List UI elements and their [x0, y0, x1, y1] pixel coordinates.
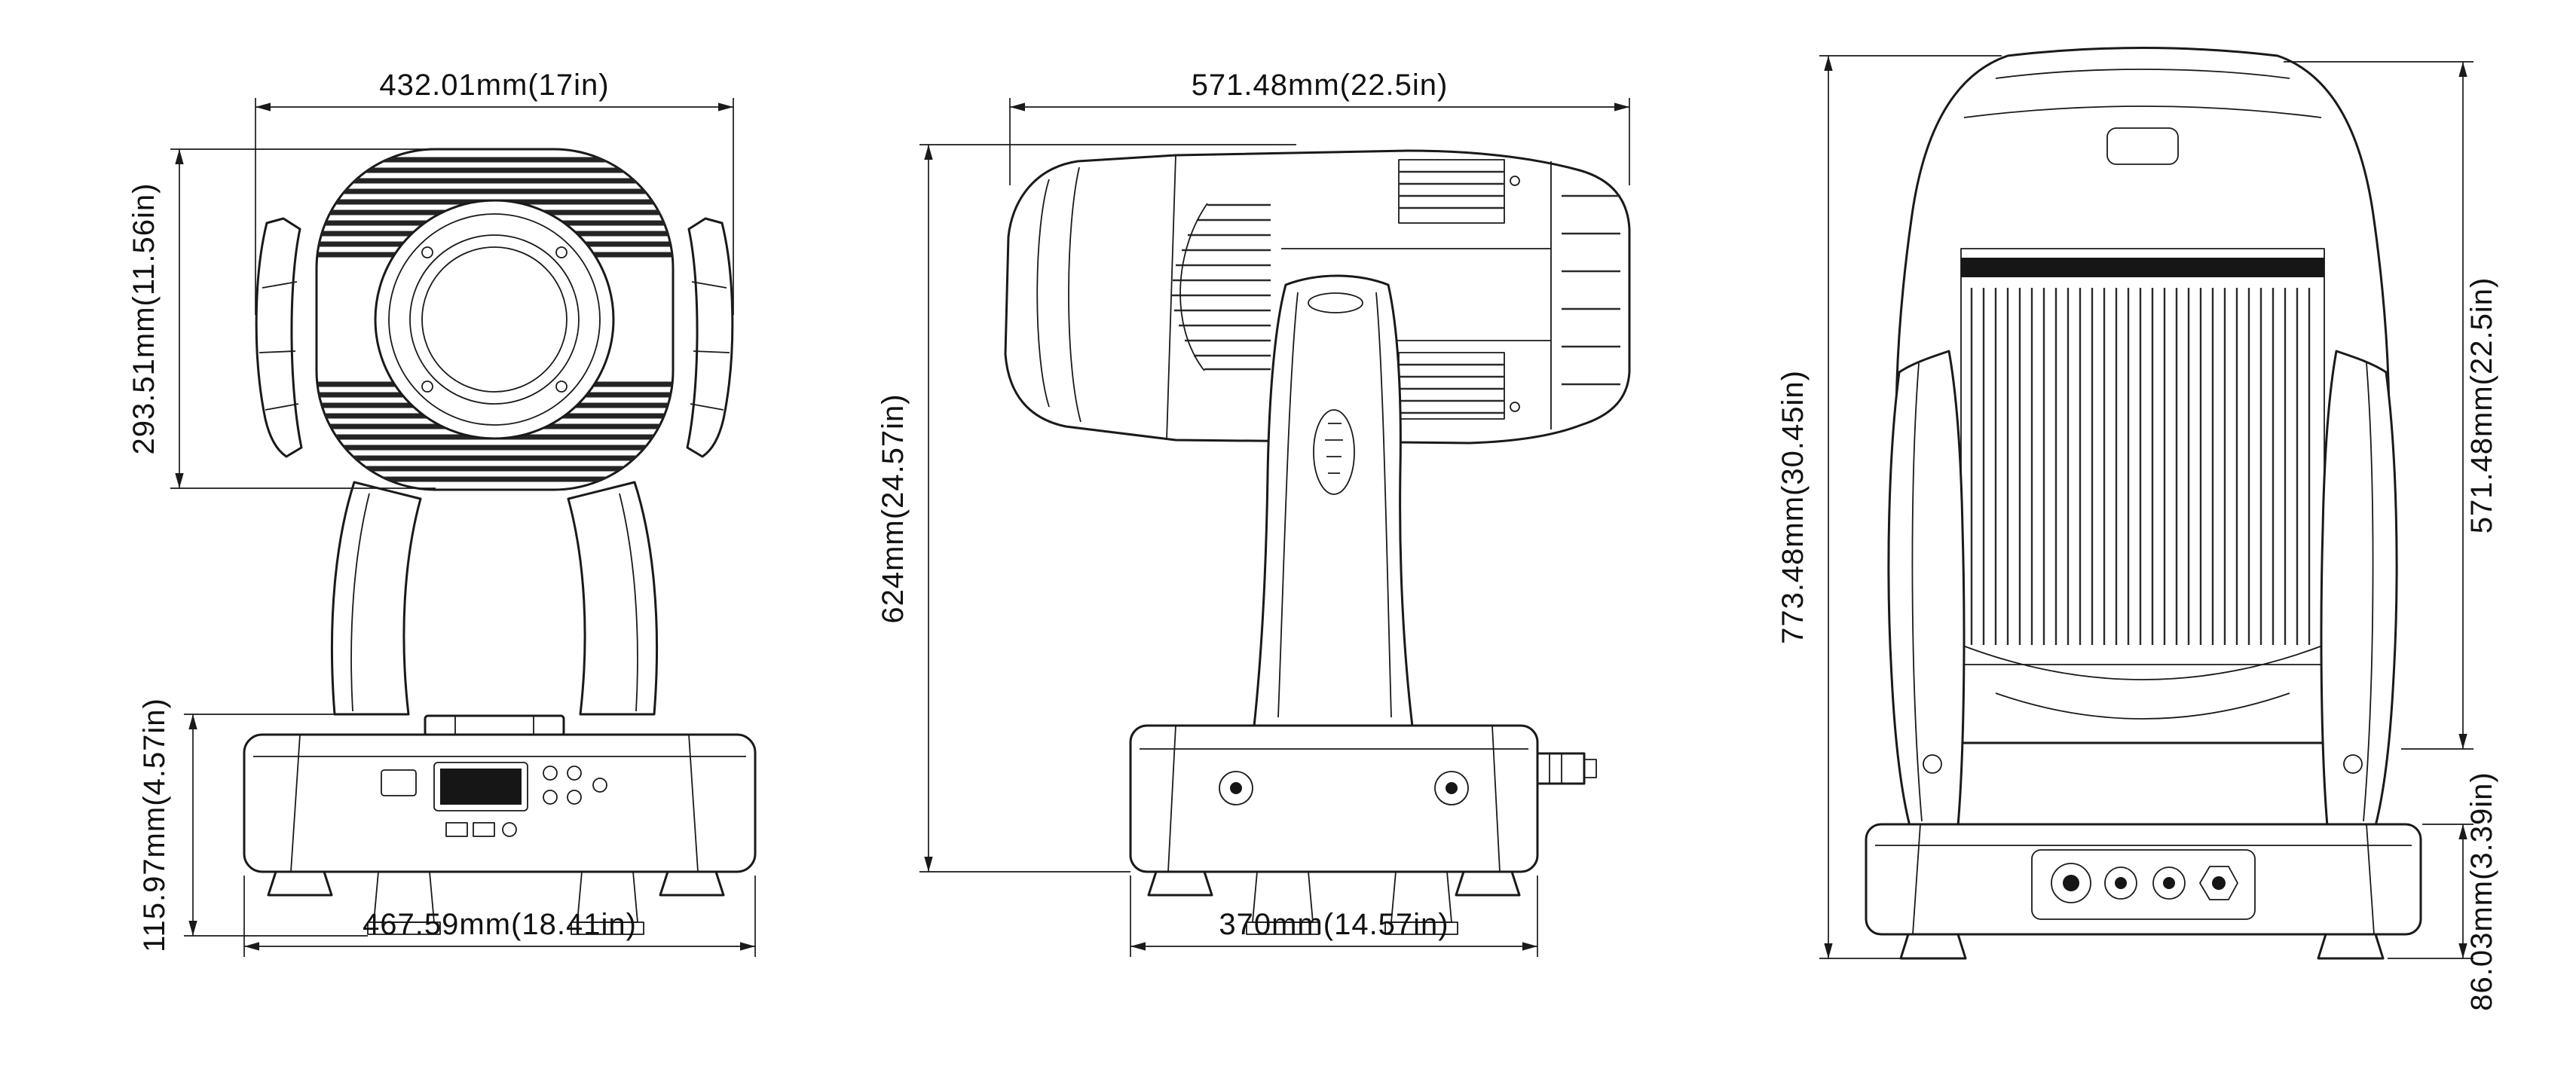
front-view: 432.01mm(17in) 293.51mm(11.56in) 115.97m…	[127, 69, 757, 957]
rear-base	[1865, 823, 2422, 960]
power-connector-stub	[1536, 752, 1597, 785]
side-rear-vents	[1398, 159, 1620, 429]
display-screen	[440, 769, 522, 805]
front-base-height-label: 115.97mm(4.57in)	[138, 698, 171, 952]
front-foot-right	[659, 870, 725, 897]
rear-foot-left	[1899, 933, 1967, 960]
display-bezel	[433, 762, 528, 811]
rear-view: 773.48mm(30.45in) 571.48mm(22.5in) 86.03…	[1776, 47, 2498, 1011]
rear-overall-height-label: 773.48mm(30.45in)	[1776, 370, 1810, 644]
yoke-handle-cutout	[1308, 292, 1363, 313]
brand-logo-plate	[1313, 409, 1355, 495]
front-foot-left	[267, 870, 333, 897]
side-base	[1129, 724, 1597, 935]
side-yoke-arm	[1253, 274, 1414, 728]
front-head-width-label: 432.01mm(17in)	[379, 69, 609, 102]
side-view: 571.48mm(22.5in) 624mm(24.57in) 370mm(14…	[877, 69, 1631, 957]
front-base-slot	[381, 769, 417, 796]
front-base-width-label: 467.59mm(18.41in)	[363, 908, 637, 941]
side-heatsink-fins	[1171, 203, 1271, 371]
rear-handle	[2106, 127, 2179, 165]
side-base-depth-label: 370mm(14.57in)	[1219, 908, 1449, 941]
front-dimensions: 432.01mm(17in) 293.51mm(11.56in) 115.97m…	[127, 69, 756, 957]
rear-base-height-label: 86.03mm(3.39in)	[2465, 772, 2498, 1010]
rear-head	[1895, 47, 2391, 744]
front-side-covers	[255, 217, 734, 458]
side-foot-right	[1455, 870, 1521, 897]
front-yoke-arms	[330, 481, 659, 737]
front-head-height-label: 293.51mm(11.56in)	[127, 183, 161, 455]
rear-yoke-arms	[1887, 350, 2398, 827]
side-dimensions: 571.48mm(22.5in) 624mm(24.57in) 370mm(14…	[877, 69, 1630, 957]
front-clamp-brackets	[367, 871, 644, 935]
rear-head-length-label: 571.48mm(22.5in)	[2465, 277, 2498, 534]
front-head	[255, 148, 734, 491]
rear-foot-right	[2317, 933, 2385, 960]
rear-connectors	[2051, 863, 2238, 903]
side-clamp-brackets	[1246, 871, 1458, 935]
side-overall-height-label: 624mm(24.57in)	[877, 393, 910, 623]
side-head-length-label: 571.48mm(22.5in)	[1192, 69, 1449, 102]
connector-panel	[2031, 849, 2256, 920]
side-foot-left	[1147, 870, 1213, 897]
menu-buttons	[543, 766, 607, 805]
front-lens	[374, 199, 615, 440]
rear-dimensions: 773.48mm(30.45in) 571.48mm(22.5in) 86.03…	[1776, 55, 2498, 1011]
certification-marks	[445, 822, 517, 837]
front-base	[243, 733, 757, 935]
